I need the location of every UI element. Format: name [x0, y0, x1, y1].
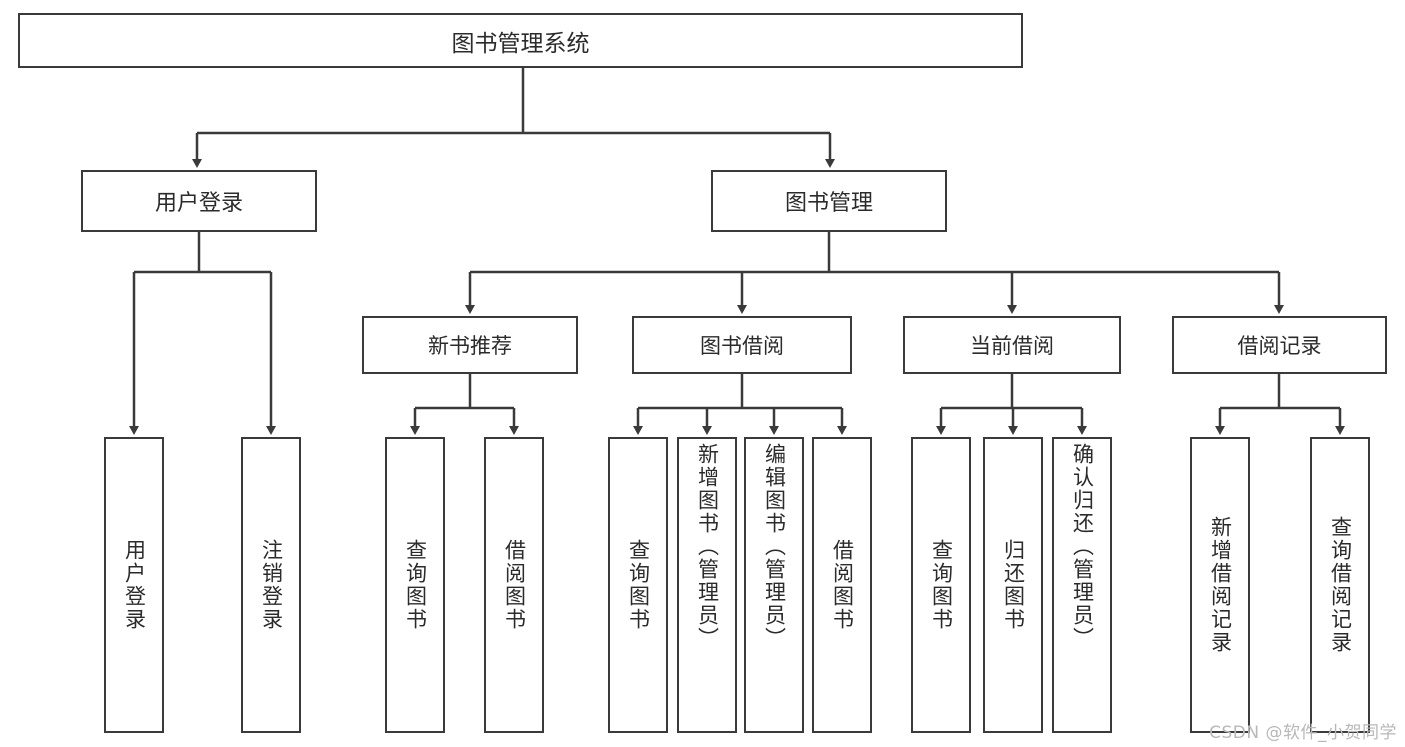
node-level2-1[interactable]: 图书管理 — [711, 170, 947, 232]
node-leaf-1-label: 注销登录 — [259, 539, 284, 631]
node-leaf-12-inner: 查询借阅记录 — [1312, 439, 1368, 731]
node-level3-1[interactable]: 图书借阅 — [632, 316, 852, 374]
node-leaf-11[interactable]: 新增借阅记录 — [1190, 437, 1250, 733]
node-leaf-11-inner: 新增借阅记录 — [1192, 439, 1248, 731]
node-level2-0-label: 用户登录 — [154, 191, 243, 216]
node-leaf-6-inner: 编辑图书（管理员） — [746, 439, 802, 735]
node-level2-1-label: 图书管理 — [784, 191, 873, 216]
node-leaf-12-label: 查询借阅记录 — [1328, 516, 1353, 654]
node-leaf-8-inner: 查询图书 — [913, 439, 969, 731]
node-leaf-4-inner: 查询图书 — [610, 439, 666, 731]
node-leaf-8-label: 查询图书 — [929, 539, 954, 631]
node-root[interactable]: 图书管理系统 — [18, 13, 1023, 68]
node-leaf-4[interactable]: 查询图书 — [608, 437, 668, 733]
node-leaf-2-inner: 查询图书 — [387, 439, 443, 731]
node-leaf-9-label: 归还图书 — [1001, 539, 1026, 631]
node-leaf-6-label: 编辑图书（管理员） — [762, 443, 787, 650]
node-level3-2-label: 当前借阅 — [970, 334, 1054, 358]
node-leaf-12[interactable]: 查询借阅记录 — [1310, 437, 1370, 733]
node-leaf-4-label: 查询图书 — [626, 539, 651, 631]
node-leaf-7-label: 借阅图书 — [830, 539, 855, 631]
node-leaf-5-label: 新增图书（管理员） — [695, 443, 720, 650]
node-leaf-5[interactable]: 新增图书（管理员） — [677, 437, 737, 733]
node-leaf-10-label: 确认归还（管理员） — [1070, 443, 1095, 650]
node-root-label: 图书管理系统 — [451, 30, 590, 57]
node-leaf-9[interactable]: 归还图书 — [983, 437, 1043, 733]
node-level3-1-label: 图书借阅 — [700, 334, 784, 358]
node-level2-0[interactable]: 用户登录 — [81, 170, 317, 232]
node-leaf-8[interactable]: 查询图书 — [911, 437, 971, 733]
node-leaf-0-label: 用户登录 — [122, 539, 147, 631]
node-leaf-5-inner: 新增图书（管理员） — [679, 439, 735, 735]
node-leaf-7[interactable]: 借阅图书 — [812, 437, 872, 733]
node-leaf-1-inner: 注销登录 — [243, 439, 299, 731]
node-leaf-0-inner: 用户登录 — [106, 439, 162, 731]
node-level3-3[interactable]: 借阅记录 — [1172, 316, 1387, 374]
node-level3-2[interactable]: 当前借阅 — [903, 316, 1121, 374]
node-leaf-11-label: 新增借阅记录 — [1208, 516, 1233, 654]
node-leaf-7-inner: 借阅图书 — [814, 439, 870, 731]
node-leaf-3[interactable]: 借阅图书 — [484, 437, 544, 733]
node-leaf-6[interactable]: 编辑图书（管理员） — [744, 437, 804, 733]
node-leaf-3-label: 借阅图书 — [502, 539, 527, 631]
node-level3-0-label: 新书推荐 — [428, 334, 512, 358]
node-leaf-2[interactable]: 查询图书 — [385, 437, 445, 733]
node-leaf-10[interactable]: 确认归还（管理员） — [1052, 437, 1112, 733]
node-leaf-10-inner: 确认归还（管理员） — [1054, 439, 1110, 735]
node-leaf-0[interactable]: 用户登录 — [104, 437, 164, 733]
node-leaf-1[interactable]: 注销登录 — [241, 437, 301, 733]
node-level3-0[interactable]: 新书推荐 — [362, 316, 578, 374]
node-level3-3-label: 借阅记录 — [1237, 334, 1322, 358]
node-leaf-2-label: 查询图书 — [403, 539, 428, 631]
watermark-label: CSDN @软件_小贺同学 — [1209, 723, 1397, 743]
node-leaf-9-inner: 归还图书 — [985, 439, 1041, 731]
node-leaf-3-inner: 借阅图书 — [486, 439, 542, 731]
